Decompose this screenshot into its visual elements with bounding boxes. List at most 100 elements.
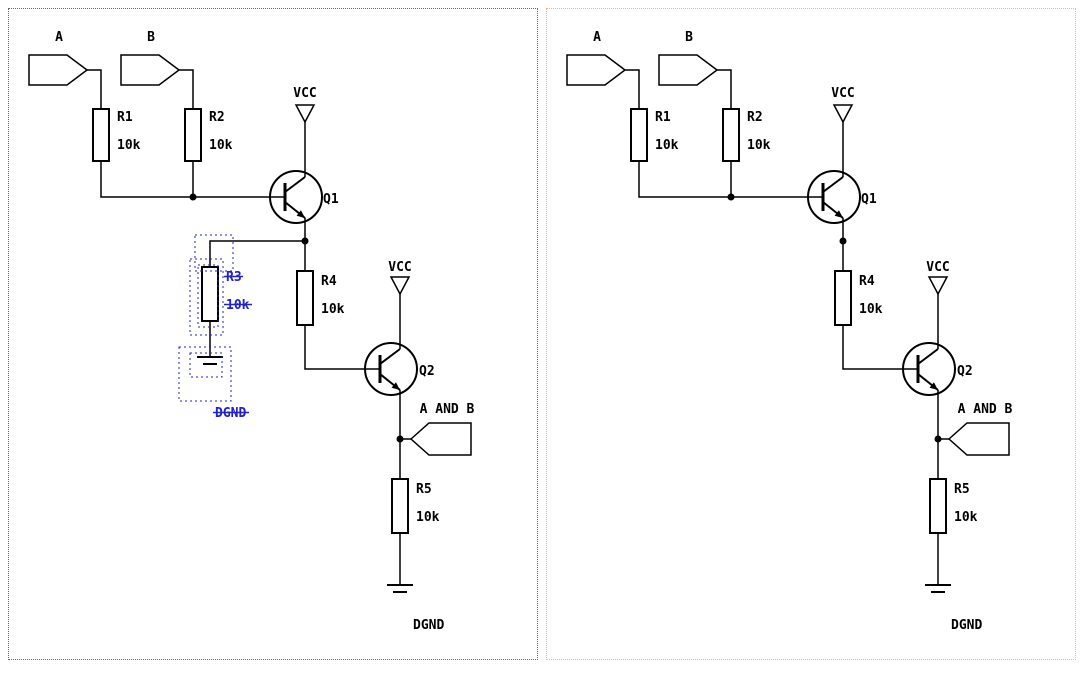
input-port-b[interactable]: B — [120, 30, 181, 86]
transistor-q1[interactable]: Q1 — [269, 170, 339, 224]
r3-name: R3 — [226, 270, 242, 285]
wire — [179, 69, 194, 109]
port-flag — [658, 54, 719, 86]
emitter-arrow — [296, 210, 305, 218]
r2-name: R2 — [209, 110, 225, 125]
emitter-arrow — [929, 382, 938, 390]
resistor-r5[interactable]: R5 10k — [929, 478, 978, 534]
r1-value: 10k — [117, 138, 141, 153]
junction-dot — [839, 237, 847, 245]
vcc2-label: VCC — [926, 260, 949, 275]
dgnd-ground[interactable]: DGND — [387, 584, 444, 633]
q2-label: Q2 — [419, 364, 435, 379]
resistor-body — [722, 108, 740, 162]
vcc-symbol — [927, 276, 949, 296]
port-a-label: A — [55, 30, 63, 45]
collector-lead — [917, 348, 939, 365]
r4-name: R4 — [859, 274, 875, 289]
q1-label: Q1 — [861, 192, 877, 207]
transistor-body — [807, 170, 861, 224]
resistor-r3-deleted[interactable]: R3 10k — [201, 266, 252, 322]
r4-value: 10k — [321, 302, 345, 317]
resistor-r1[interactable]: R1 10k — [630, 108, 679, 162]
vcc-symbol — [832, 104, 854, 124]
dgnd-label: DGND — [951, 618, 982, 633]
transistor-body — [269, 170, 323, 224]
collector-lead — [822, 176, 844, 193]
resistor-r4[interactable]: R4 10k — [296, 270, 345, 326]
wire — [842, 325, 918, 370]
deleted-r3-branch: R3 10k DGND — [178, 234, 305, 421]
transistor-q2[interactable]: Q2 — [364, 342, 435, 396]
transistor-q1[interactable]: Q1 — [807, 170, 877, 224]
resistor-r1[interactable]: R1 10k — [92, 108, 141, 162]
output-port[interactable]: A AND B — [409, 402, 475, 456]
junction-dot — [189, 193, 197, 201]
junction-dot — [934, 435, 942, 443]
output-port-label: A AND B — [420, 402, 475, 417]
port-flag — [28, 54, 89, 86]
r4-value: 10k — [859, 302, 883, 317]
resistor-r5[interactable]: R5 10k — [391, 478, 440, 534]
r5-name: R5 — [954, 482, 970, 497]
junction-dot — [396, 435, 404, 443]
collector-lead — [379, 348, 401, 365]
q1-label: Q1 — [323, 192, 339, 207]
resistor-body — [630, 108, 648, 162]
diff-selection-box — [194, 234, 234, 272]
diff-selection-box — [189, 258, 224, 336]
resistor-body — [391, 478, 409, 534]
wire-nets — [625, 69, 949, 585]
wire — [638, 161, 823, 198]
collector-lead — [284, 176, 306, 193]
vcc-symbol — [294, 104, 316, 124]
transistor-body — [364, 342, 418, 396]
r1-name: R1 — [655, 110, 671, 125]
vcc-supply-2[interactable]: VCC — [388, 260, 412, 296]
r5-value: 10k — [954, 510, 978, 525]
wire — [87, 69, 102, 109]
schematic-canvas-left: A B R1 10k R2 10k VCC — [28, 30, 475, 633]
diff-selection-box — [189, 352, 223, 378]
port-b-label: B — [685, 30, 693, 45]
transistor-q2[interactable]: Q2 — [902, 342, 973, 396]
input-port-a[interactable]: A — [28, 30, 89, 86]
r1-name: R1 — [117, 110, 133, 125]
wire — [625, 69, 640, 109]
output-port-label: A AND B — [958, 402, 1013, 417]
q2-label: Q2 — [957, 364, 973, 379]
output-port[interactable]: A AND B — [947, 402, 1013, 456]
port-b-label: B — [147, 30, 155, 45]
vcc-symbol — [389, 276, 411, 296]
r2-value: 10k — [747, 138, 771, 153]
vcc-supply-1[interactable]: VCC — [293, 86, 317, 124]
dgnd-deleted-label: DGND — [215, 406, 246, 421]
vcc-supply-1[interactable]: VCC — [831, 86, 855, 124]
input-port-b[interactable]: B — [658, 30, 719, 86]
diff-selection-box — [178, 346, 232, 402]
resistor-body — [834, 270, 852, 326]
resistor-r2[interactable]: R2 10k — [184, 108, 233, 162]
port-flag — [566, 54, 627, 86]
input-port-a[interactable]: A — [566, 30, 627, 86]
resistor-body — [929, 478, 947, 534]
wire — [100, 161, 285, 198]
schematic-canvas-right: A B R1 10k R2 10k VCC — [566, 30, 1013, 633]
resistor-body — [184, 108, 202, 162]
vcc-supply-2[interactable]: VCC — [926, 260, 950, 296]
right-panel: A B R1 10k R2 10k VCC — [546, 8, 1076, 660]
resistor-r4[interactable]: R4 10k — [834, 270, 883, 326]
r5-name: R5 — [416, 482, 432, 497]
r2-name: R2 — [747, 110, 763, 125]
dgnd-label: DGND — [413, 618, 444, 633]
emitter-arrow — [834, 210, 843, 218]
resistor-r2[interactable]: R2 10k — [722, 108, 771, 162]
transistor-body — [902, 342, 956, 396]
wire — [304, 325, 380, 370]
dgnd-ground[interactable]: DGND — [925, 584, 982, 633]
resistor-body — [201, 266, 219, 322]
emitter-arrow — [391, 382, 400, 390]
dgnd-ground-deleted[interactable]: DGND — [197, 356, 249, 421]
port-flag — [120, 54, 181, 86]
